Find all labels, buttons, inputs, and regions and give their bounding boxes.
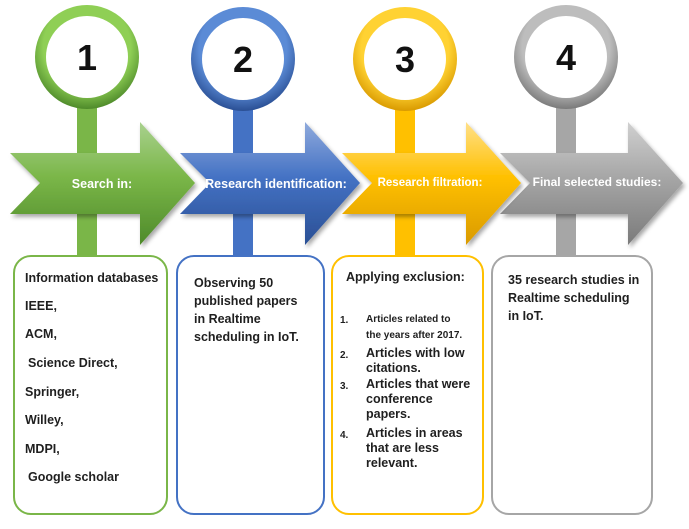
step-number-1: 1 (77, 37, 97, 78)
arrow-4 (500, 122, 683, 245)
step-number-2: 2 (233, 39, 253, 80)
exclusion-num-3: 3. (340, 381, 349, 392)
exclusion-3-line-1: Articles that were (366, 377, 471, 391)
exclusion-3-line-3: papers. (366, 407, 411, 421)
exclusion-num-4: 4. (340, 430, 349, 441)
step-number-4: 4 (556, 37, 576, 78)
arrow-3 (342, 122, 521, 245)
item-acm: ACM, (25, 327, 57, 341)
exclusion-4-line-2: that are less (366, 441, 439, 455)
exclusion-4-line-3: relevant. (366, 456, 418, 470)
exclusion-2-line-2: citations. (366, 361, 421, 375)
step-title-4: Final selected studies: (533, 175, 662, 189)
step-number-3: 3 (395, 39, 415, 80)
item-mdpi: MDPI, (25, 442, 60, 456)
circle-2 (191, 7, 295, 111)
step-title-3: Research filtration: (378, 177, 483, 189)
exclusion-4-line-1: Articles in areas (366, 426, 463, 440)
step-title-1: Search in: (72, 177, 132, 191)
exclusion-num-2: 2. (340, 350, 349, 361)
exclusion-num-1: 1. (340, 315, 349, 326)
arrow-2 (180, 122, 360, 245)
item-info-databases: Information databases (25, 271, 159, 285)
circle-3 (353, 7, 457, 111)
box-search: Information databases IEEE, ACM, Science… (13, 255, 168, 515)
box-filtration: Applying exclusion: 1. Articles related … (331, 255, 484, 515)
item-willey: Willey, (25, 413, 64, 427)
identification-line-4: scheduling in IoT. (194, 330, 299, 344)
final-line-3: in IoT. (508, 309, 544, 323)
filtration-heading: Applying exclusion: (346, 270, 465, 284)
final-line-1: 35 research studies in (508, 273, 640, 287)
circle-4 (514, 5, 618, 109)
box-final: 35 research studies in Realtime scheduli… (491, 255, 653, 515)
identification-line-3: in Realtime (194, 312, 261, 326)
exclusion-3-line-2: conference (366, 392, 433, 406)
item-ieee: IEEE, (25, 299, 57, 313)
step-title-2: Research identification: (205, 177, 347, 191)
exclusion-2-line-1: Articles with low (366, 346, 465, 360)
item-google-scholar: Google scholar (28, 470, 119, 484)
exclusion-1-line-2: the years after 2017. (366, 330, 463, 341)
final-line-2: Realtime scheduling (508, 291, 630, 305)
identification-line-1: Observing 50 (194, 276, 274, 290)
arrow-1 (10, 122, 195, 245)
item-springer: Springer, (25, 385, 80, 399)
box-identification: Observing 50 published papers in Realtim… (176, 255, 325, 515)
item-science-direct: Science Direct, (28, 356, 118, 370)
identification-line-2: published papers (194, 294, 298, 308)
exclusion-1-line-1: Articles related to (366, 314, 451, 325)
circle-1 (35, 5, 139, 109)
